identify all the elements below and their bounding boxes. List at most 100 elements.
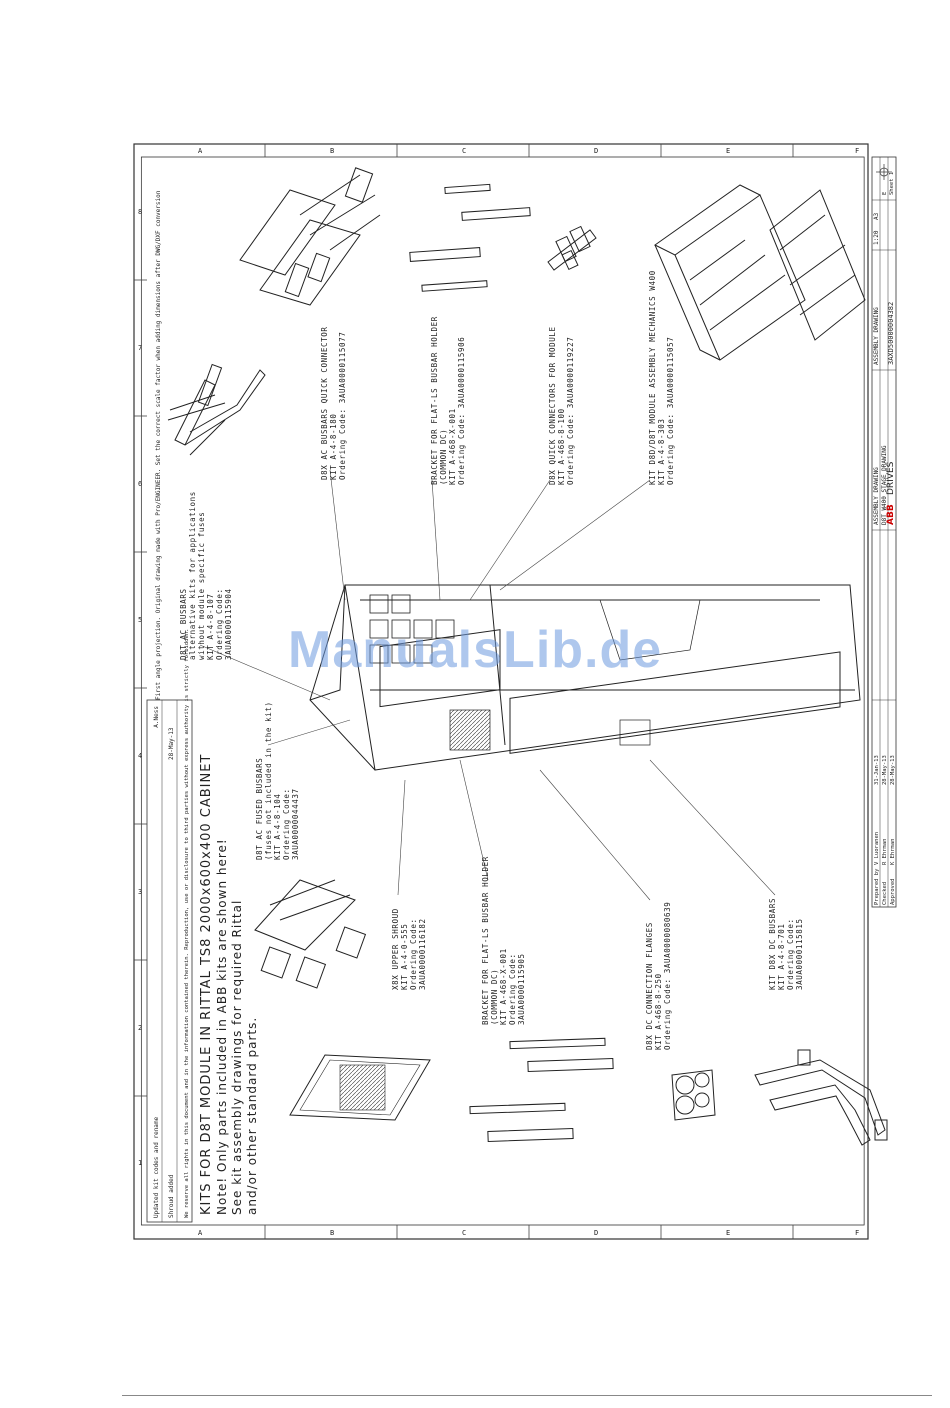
callout-line: 3AUA0000116182 [418, 918, 427, 990]
tb-docno: 3AXD50000004382 [887, 302, 895, 365]
callout-line: D8X QUICK CONNECTORS FOR MODULE [548, 326, 557, 485]
tb-doc-type: ASSEMBLY DRAWING [873, 307, 880, 365]
callout-line: D8T AC FUSED BUSBARS [255, 758, 264, 860]
callout-line: Ordering Code: 3AUA0000080639 [663, 902, 672, 1050]
callouts: D8T AC BUSBARS alternative kits for appl… [179, 270, 804, 1050]
projection-symbol-icon [876, 164, 892, 180]
upper-shroud-part [289, 1054, 431, 1121]
callout-line: Ordering Code: 3AUA0000119227 [566, 337, 575, 485]
grid-numbers-left: 1 2 3 4 5 6 7 8 [138, 208, 142, 1167]
callout-d8t-fused: D8T AC FUSED BUSBARS (fuses not included… [255, 701, 300, 860]
tb-sheet-value: Sheet 1 [889, 172, 895, 195]
callout-line: alternative kits for applications [188, 491, 197, 660]
tb-role: Prepared by [874, 868, 880, 905]
grid-number-6: 6 [138, 480, 142, 488]
callout-line: X8X UPPER SHROUD [391, 908, 400, 990]
grid-number-8: 8 [138, 208, 142, 216]
tb-name: R Ehrman [882, 839, 888, 866]
callout-line: 3AUA0000115905 [517, 953, 526, 1025]
callout-line: KIT A-468-X-001 [448, 408, 457, 485]
grid-letters-top: A B C D E F A B C D E F [198, 147, 859, 1237]
callout-line: KIT A-4-0-555 [400, 924, 409, 991]
note-line-1: Note! Only parts included in ABB kits ar… [215, 838, 229, 1215]
callout-line: D8T AC BUSBARS [179, 588, 188, 660]
grid-number-3: 3 [138, 888, 142, 896]
callout-line: 3AUA0000044437 [291, 788, 300, 860]
callout-line: Ordering Code: 3AUA0000115057 [666, 337, 675, 485]
tb-revision-value: E [882, 192, 888, 195]
copyright-note: We reserve all rights in this document a… [184, 629, 190, 1218]
callout-line: Ordering Code: 3AUA0000115077 [338, 332, 347, 480]
grid-letter-e-bottom: E [726, 1229, 730, 1237]
callout-line: KIT D8D/D8T MODULE ASSEMBLY MECHANICS W4… [648, 270, 657, 485]
grid-letter-e-top: E [726, 147, 730, 155]
callout-line: KIT A-4-8-180 [329, 414, 338, 481]
tb-name: K Ehrman [890, 839, 896, 866]
abb-logo-text: ABB [886, 504, 896, 525]
callout-line: Ordering Code: [215, 588, 224, 660]
callout-line: KIT A-468-8-250 [654, 973, 663, 1050]
revision-date: 28-May-13 [168, 727, 175, 760]
callout-line: D8X AC BUSBARS QUICK CONNECTOR [320, 327, 329, 480]
tb-scale: 1:20 A3 [873, 212, 880, 245]
title-block: Prepared by V Luoranen 31-Jan-13 Checked… [871, 156, 897, 908]
grid-number-1: 1 [138, 1159, 142, 1167]
tb-title-line: D8T W400 STAGE DRAWING [881, 445, 888, 525]
tb-rev: E [882, 192, 888, 195]
grid-letter-f-top: F [855, 147, 859, 155]
tb-date: 31-Jan-13 [874, 755, 880, 785]
tb-people-3: Approved K Ehrman 28-May-13 [890, 755, 896, 905]
dc-flanges-part [671, 1069, 716, 1121]
callout-line: KIT A-468-8-100 [557, 408, 566, 485]
grid-number-7: 7 [138, 344, 142, 352]
callout-x8x-shroud: X8X UPPER SHROUD KIT A-4-0-555 Ordering … [391, 908, 427, 990]
ac-busbars-part [167, 363, 266, 456]
revision-initials: A.Ness [153, 706, 160, 728]
callout-line: Ordering Code: [282, 788, 291, 860]
dc-busbars-part [754, 1049, 888, 1146]
callout-line: (COMMON DC) [490, 969, 499, 1025]
grid-letter-a-top: A [198, 147, 203, 155]
grid-number-5: 5 [138, 616, 142, 624]
grid-letter-c-top: C [462, 147, 466, 155]
tb-role: Approved [890, 879, 896, 906]
callout-bracket-bottom: BRACKET FOR FLAT-LS BUSBAR HOLDER (COMMO… [481, 856, 526, 1025]
grid-letter-c-bottom: C [462, 1229, 466, 1237]
callout-d8t-ac-busbars: D8T AC BUSBARS alternative kits for appl… [179, 491, 233, 660]
fused-busbars-part [254, 879, 367, 989]
callout-line: D8X DC CONNECTION FLANGES [645, 922, 654, 1050]
cabinet-assembly [309, 584, 861, 771]
tb-scale-value: 1:20 [873, 230, 880, 245]
callout-d8x-dc-flanges: D8X DC CONNECTION FLANGES KIT A-468-8-25… [645, 902, 672, 1050]
tb-title: ASSEMBLY DRAWING [873, 467, 880, 525]
callout-d8x-dc-busbars: KIT D8X DC BUSBARS KIT A-4-8-701 Orderin… [768, 898, 804, 990]
tb-role: Checked [882, 882, 888, 905]
callout-line: Ordering Code: [508, 953, 517, 1025]
revision-strip: Updated kit codes and rename Shroud adde… [146, 629, 193, 1223]
revision-e-text: Updated kit codes and rename [153, 1116, 160, 1218]
callout-line: KIT A-4-8-107 [206, 594, 215, 661]
callout-line: (COMMON DC) [439, 429, 448, 485]
division-text: DRIVES [886, 461, 896, 495]
grid-letter-d-top: D [594, 147, 598, 155]
quick-connectors-part [547, 225, 597, 271]
grid-letter-d-bottom: D [594, 1229, 598, 1237]
callout-line: KIT A-4-8-701 [777, 924, 786, 991]
note-line-3: and/or other standard parts. [245, 1017, 259, 1215]
callout-line: BRACKET FOR FLAT-LS BUSBAR HOLDER [481, 856, 490, 1025]
tb-title-2: D8T W400 STAGE DRAWING [881, 445, 888, 525]
callout-line: 3AUA0000115904 [224, 588, 233, 660]
grid-letter-a-bottom: A [198, 1229, 203, 1237]
callout-line: Ordering Code: [409, 918, 418, 990]
footer-rule [122, 1395, 932, 1396]
abb-logo: ABB DRIVES [886, 461, 896, 525]
tb-name: V Luoranen [874, 832, 880, 865]
note-line-2: See kit assembly drawings for required R… [230, 900, 244, 1215]
grid-letter-b-top: B [330, 147, 334, 155]
grid-number-2: 2 [138, 1024, 142, 1032]
callout-line: KIT D8X DC BUSBARS [768, 898, 777, 990]
main-title: KITS FOR D8T MODULE IN RITTAL TS8 2000x6… [199, 754, 214, 1215]
grid-letter-b-bottom: B [330, 1229, 334, 1237]
callout-mechanics: KIT D8D/D8T MODULE ASSEMBLY MECHANICS W4… [648, 270, 675, 485]
